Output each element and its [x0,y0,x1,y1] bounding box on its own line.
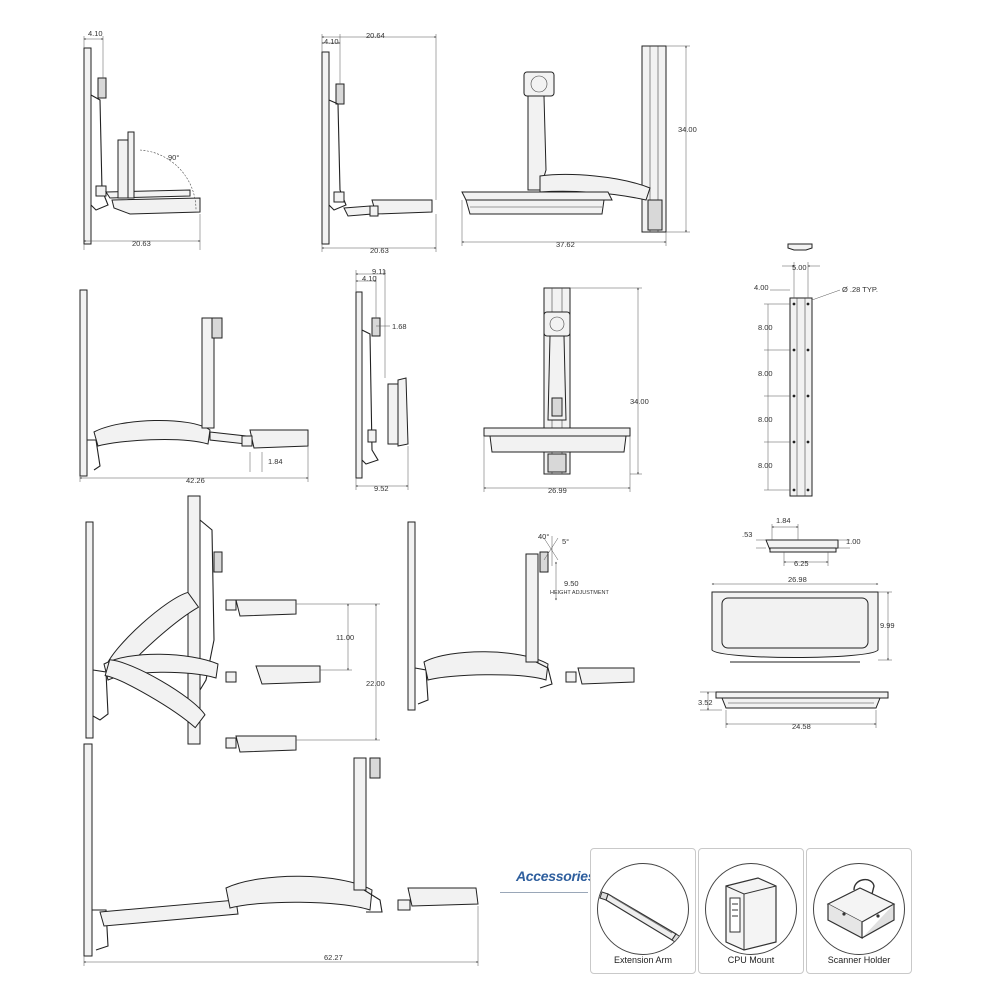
v3-width-dim: 37.62 [556,240,575,249]
v7-range2-dim: 22.00 [366,679,385,688]
view-side-extended: 1.84 42.26 [79,289,309,485]
rail-hole-dim: Ø .28 TYP. [842,285,878,294]
v8-tilt2-dim: 5° [562,537,569,546]
scanner-holder-icon [813,863,905,955]
rail-top-width-dim: 5.00 [792,263,807,272]
v7-range1-dim: 11.00 [336,633,354,642]
mouse-left-dim: .53 [742,530,752,539]
v2-bottom-dim: 20.63 [370,246,389,255]
rail-spacing-3: 8.00 [758,415,773,424]
v4-offset-dim: 1.84 [268,457,283,466]
rail-top-offset-dim: 4.00 [754,283,769,292]
v2-top-dim: 20.64 [366,31,385,40]
mouse-tray-view: 1.84 .53 1.00 6.25 [742,516,861,568]
v5-bottom-dim: 9.52 [374,484,389,493]
v8-tilt1-dim: 40° [538,532,549,541]
view-height-range: 11.00 22.00 [85,495,385,753]
view-side-retracted: 4.10 20.64 20.63 [321,31,437,255]
view-front: 34.00 26.99 [483,287,649,495]
cpu-mount-label: CPU Mount [727,955,775,965]
accessory-scanner-holder[interactable]: Scanner Holder [806,848,912,974]
v9-width-dim: 62.27 [324,953,343,962]
v2-top-small-dim: 4.10 [324,37,339,46]
keyboard-tray-top: 26.98 9.99 [711,575,895,663]
extension-arm-icon [597,863,689,955]
v1-bottom-dim: 20.63 [132,239,151,248]
tray-side-width-dim: 24.58 [792,722,811,731]
accessories-divider [500,892,588,893]
scanner-holder-label: Scanner Holder [827,955,891,965]
view-tilt-height: 40° 5° 9.50 HEIGHT ADJUSTMENT [407,521,635,711]
accessories-title: Accessories [516,868,596,884]
mouse-top-dim: 1.84 [776,516,791,525]
view-front-iso: 34.00 37.62 [461,45,697,249]
tray-depth-dim: 9.99 [880,621,895,630]
v8-height-label: HEIGHT ADJUSTMENT [550,590,610,596]
view-max-extension: 62.27 [83,743,479,966]
wall-rail: 5.00 4.00 Ø .28 TYP. 8.00 8.00 8.00 8.00 [754,243,878,497]
view-side-folded: 4.10 90° 20.63 [83,29,201,250]
v5-w1-dim: 9.11 [372,267,386,276]
v3-height-dim: 34.00 [678,125,697,134]
v6-height-dim: 34.00 [630,397,649,406]
v1-top-dim: 4.10 [88,29,103,38]
view-side-compact: 9.11 4.10 1.68 9.52 [355,267,409,493]
rail-spacing-4: 8.00 [758,461,773,470]
v5-w2-dim: 4.10 [362,274,377,283]
v1-angle-dim: 90° [168,153,179,162]
extension-arm-label: Extension Arm [613,955,673,965]
tray-width-dim: 26.98 [788,575,807,584]
cpu-mount-icon [705,863,797,955]
rail-spacing-2: 8.00 [758,369,773,378]
keyboard-tray-side: 3.52 24.58 [698,691,889,731]
mouse-right-dim: 1.00 [846,537,861,546]
mouse-bottom-dim: 6.25 [794,559,809,568]
v5-w3-dim: 1.68 [392,322,407,331]
v8-height-value: 9.50 [564,579,579,588]
tray-side-height-dim: 3.52 [698,698,713,707]
v4-width-dim: 42.26 [186,476,205,485]
accessory-extension-arm[interactable]: Extension Arm [590,848,696,974]
v6-width-dim: 26.99 [548,486,567,495]
rail-spacing-1: 8.00 [758,323,773,332]
accessory-cpu-mount[interactable]: CPU Mount [698,848,804,974]
